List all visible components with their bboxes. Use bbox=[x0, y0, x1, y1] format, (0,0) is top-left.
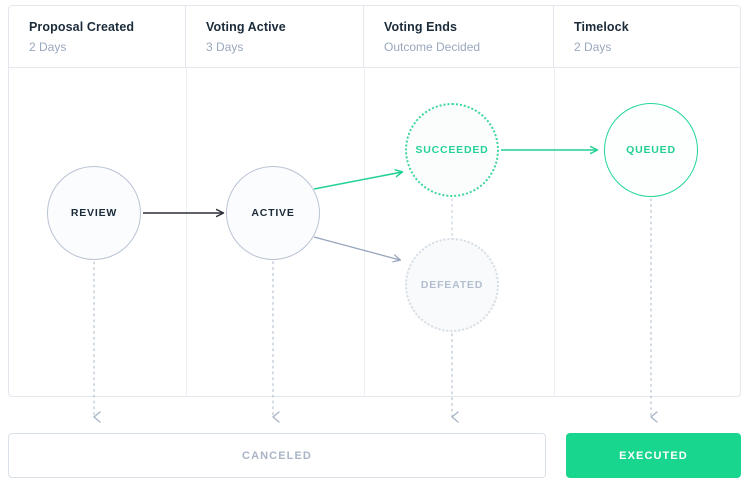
phase-subtitle: 2 Days bbox=[29, 40, 67, 54]
phase-title: Voting Ends bbox=[384, 20, 458, 34]
canceled-button[interactable]: CANCELED bbox=[8, 433, 546, 478]
executed-button[interactable]: EXECUTED bbox=[566, 433, 741, 478]
canceled-button-label: CANCELED bbox=[242, 449, 312, 462]
phase-subtitle: 2 Days bbox=[574, 40, 612, 54]
node-label: REVIEW bbox=[70, 207, 118, 219]
column-divider bbox=[364, 68, 365, 396]
executed-button-label: EXECUTED bbox=[619, 449, 688, 462]
node-label: ACTIVE bbox=[251, 207, 295, 219]
node-label: QUEUED bbox=[626, 144, 676, 156]
phase-subtitle: 3 Days bbox=[206, 40, 244, 54]
column-divider bbox=[554, 68, 555, 396]
node-label: SUCCEEDED bbox=[415, 144, 489, 156]
phase-column-timelock: Timelock 2 Days bbox=[554, 6, 740, 67]
phase-title: Timelock bbox=[574, 20, 629, 34]
phase-column-voting-active: Voting Active 3 Days bbox=[186, 6, 364, 67]
node-defeated[interactable]: DEFEATED bbox=[405, 238, 499, 332]
phase-header-row: Proposal Created 2 Days Voting Active 3 … bbox=[9, 6, 740, 68]
phase-title: Proposal Created bbox=[29, 20, 135, 34]
column-divider bbox=[186, 68, 187, 396]
phase-column-proposal-created: Proposal Created 2 Days bbox=[9, 6, 186, 67]
phase-title: Voting Active bbox=[206, 20, 286, 34]
phase-column-voting-ends: Voting Ends Outcome Decided bbox=[364, 6, 554, 67]
node-succeeded[interactable]: SUCCEEDED bbox=[405, 103, 499, 197]
node-active[interactable]: ACTIVE bbox=[226, 166, 320, 260]
node-label: DEFEATED bbox=[420, 279, 484, 291]
phase-subtitle: Outcome Decided bbox=[384, 40, 481, 54]
node-review[interactable]: REVIEW bbox=[47, 166, 141, 260]
node-queued[interactable]: QUEUED bbox=[604, 103, 698, 197]
